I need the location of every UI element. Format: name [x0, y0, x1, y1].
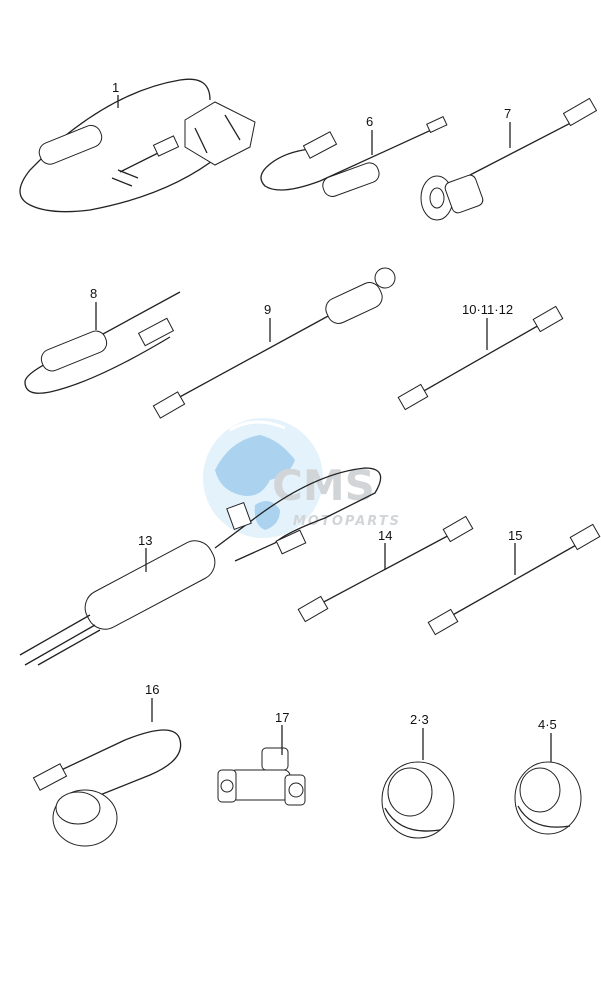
part-16-transducer [32, 729, 182, 847]
label-part-4-5: 4·5 [538, 717, 557, 732]
part-6-cable [260, 116, 448, 197]
label-part-17: 17 [275, 710, 289, 725]
label-part-14: 14 [378, 528, 392, 543]
part-10-12-cable [397, 305, 564, 411]
part-4-5-ring [514, 761, 582, 835]
label-part-10-11-12: 10·11·12 [462, 302, 513, 317]
part-1-cable [19, 78, 256, 213]
part-13-cable [19, 467, 382, 666]
label-part-6: 6 [366, 114, 373, 129]
label-part-9: 9 [264, 302, 271, 317]
label-part-15: 15 [508, 528, 522, 543]
watermark-tagline: MOTOPARTS [293, 514, 401, 529]
label-part-2-3: 2·3 [410, 712, 429, 727]
label-part-16: 16 [145, 682, 159, 697]
part-15-cable [427, 523, 601, 636]
label-part-13: 13 [138, 533, 152, 548]
label-part-1: 1 [112, 80, 119, 95]
part-8-cable [24, 291, 181, 394]
part-17-tee-connector [217, 747, 306, 806]
part-7-cable [420, 97, 598, 221]
label-part-8: 8 [90, 286, 97, 301]
part-14-cable [297, 515, 474, 623]
part-9-cable [152, 267, 396, 419]
part-2-3-ring [381, 761, 455, 839]
label-part-7: 7 [504, 106, 511, 121]
